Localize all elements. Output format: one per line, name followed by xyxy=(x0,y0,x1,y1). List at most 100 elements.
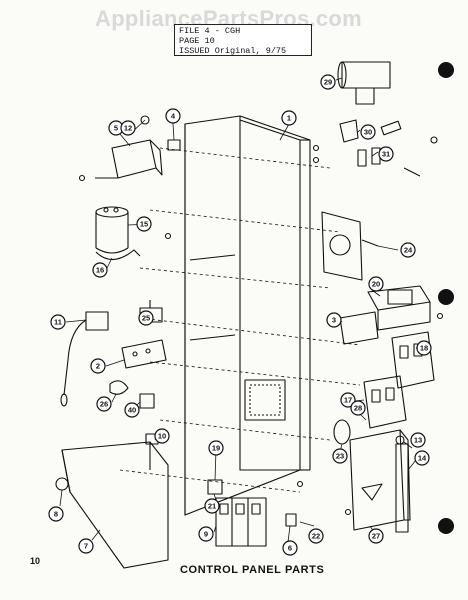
callout-label-2: 2 xyxy=(96,362,100,371)
callout-label-12: 12 xyxy=(124,124,132,133)
callout-label-22: 22 xyxy=(312,532,320,541)
binder-hole-middle xyxy=(438,289,454,305)
callout-circle-4 xyxy=(165,108,181,124)
part-5-bracket xyxy=(95,139,163,179)
callout-label-14: 14 xyxy=(418,454,427,463)
callout-circle-19 xyxy=(208,440,224,456)
part-17-switch xyxy=(363,375,407,429)
part-30-fuse xyxy=(339,119,402,143)
part-26-switch xyxy=(109,380,129,395)
part-4-clip xyxy=(167,139,181,151)
part-21-switch xyxy=(207,479,223,495)
callout-circle-24 xyxy=(400,242,416,258)
callout-group: 1234567891011121314151617181920212223242… xyxy=(48,74,432,556)
callout-label-26: 26 xyxy=(100,400,108,409)
part-29-capacitor xyxy=(337,61,391,105)
callout-label-15: 15 xyxy=(140,220,148,229)
callout-circle-40 xyxy=(124,402,140,418)
page-number: 10 xyxy=(30,556,41,566)
callout-label-1: 1 xyxy=(287,114,291,123)
part-11-switch xyxy=(60,311,109,407)
callout-label-16: 16 xyxy=(96,266,104,275)
callout-circle-12 xyxy=(120,120,136,136)
part-40-bracket xyxy=(139,393,155,409)
callout-circle-30 xyxy=(360,124,376,140)
callout-circle-27 xyxy=(368,528,384,544)
callout-label-11: 11 xyxy=(54,318,62,327)
part-9-contactor xyxy=(215,497,267,547)
callout-label-25: 25 xyxy=(142,314,150,323)
part-20-transformer xyxy=(367,285,431,331)
callout-circle-2 xyxy=(90,358,106,374)
callout-label-7: 7 xyxy=(84,542,88,551)
callout-circle-23 xyxy=(332,448,348,464)
file-line: FILE 4 - CGH xyxy=(179,26,241,36)
callout-label-13: 13 xyxy=(414,436,422,445)
callout-label-5: 5 xyxy=(114,124,118,133)
callout-circle-29 xyxy=(320,74,336,90)
callout-label-6: 6 xyxy=(288,544,292,553)
part-7-cover xyxy=(61,441,169,569)
part-15-capacitor xyxy=(95,206,129,254)
callout-label-29: 29 xyxy=(324,78,332,87)
callout-circle-28 xyxy=(350,400,366,416)
callout-label-4: 4 xyxy=(171,112,176,121)
part-14-terminal-row xyxy=(395,443,409,533)
callout-circle-8 xyxy=(48,506,64,522)
callout-circle-21 xyxy=(204,498,220,514)
callout-circle-10 xyxy=(154,428,170,444)
callout-circle-31 xyxy=(378,146,394,162)
callout-label-20: 20 xyxy=(372,280,380,289)
part-27-terminal-board xyxy=(349,429,411,531)
callout-circle-20 xyxy=(368,276,384,292)
main-panel xyxy=(184,115,311,516)
callout-circle-22 xyxy=(308,528,324,544)
part-24-timer xyxy=(321,211,379,281)
binder-hole-top xyxy=(438,62,454,78)
callout-circle-3 xyxy=(326,312,342,328)
callout-label-18: 18 xyxy=(420,344,428,353)
callout-label-24: 24 xyxy=(404,246,413,255)
part-12-nut xyxy=(140,115,150,125)
callout-circle-15 xyxy=(136,216,152,232)
callout-circle-18 xyxy=(416,340,432,356)
callout-circle-11 xyxy=(50,314,66,330)
callout-label-30: 30 xyxy=(364,128,372,137)
part-23-grommet xyxy=(333,419,351,445)
part-2-terminal-block xyxy=(121,339,167,369)
callout-circle-9 xyxy=(198,526,214,542)
callout-label-31: 31 xyxy=(382,150,390,159)
callout-circle-26 xyxy=(96,396,112,412)
callout-circle-14 xyxy=(414,450,430,466)
part-3-terminal-strip xyxy=(339,311,379,345)
part-13-bushing xyxy=(395,435,405,445)
callout-label-21: 21 xyxy=(208,502,216,511)
part-8-knob xyxy=(55,477,69,491)
callout-label-23: 23 xyxy=(336,452,344,461)
part-18-switch xyxy=(391,331,435,389)
callout-label-17: 17 xyxy=(344,396,352,405)
callout-label-10: 10 xyxy=(158,432,166,441)
file-info-block: FILE 4 - CGH PAGE 10 ISSUED Original, 9/… xyxy=(174,24,312,56)
mounting-lines xyxy=(119,147,361,493)
callout-label-9: 9 xyxy=(204,530,208,539)
callout-circle-13 xyxy=(410,432,426,448)
diagram-caption: CONTROL PANEL PARTS xyxy=(180,564,325,576)
callout-label-3: 3 xyxy=(332,316,336,325)
callout-circle-6 xyxy=(282,540,298,556)
callout-label-28: 28 xyxy=(354,404,362,413)
callout-circle-16 xyxy=(92,262,108,278)
callout-circle-17 xyxy=(340,392,356,408)
callout-circle-7 xyxy=(78,538,94,554)
issued-line: ISSUED Original, 9/75 xyxy=(179,46,287,56)
callout-label-19: 19 xyxy=(212,444,220,453)
screws xyxy=(78,136,444,540)
callout-label-8: 8 xyxy=(54,510,58,519)
part-6-clip xyxy=(285,513,297,527)
callout-circle-1 xyxy=(281,110,297,126)
callout-circle-25 xyxy=(138,310,154,326)
callout-label-40: 40 xyxy=(128,406,136,415)
part-16-strap xyxy=(95,249,141,261)
